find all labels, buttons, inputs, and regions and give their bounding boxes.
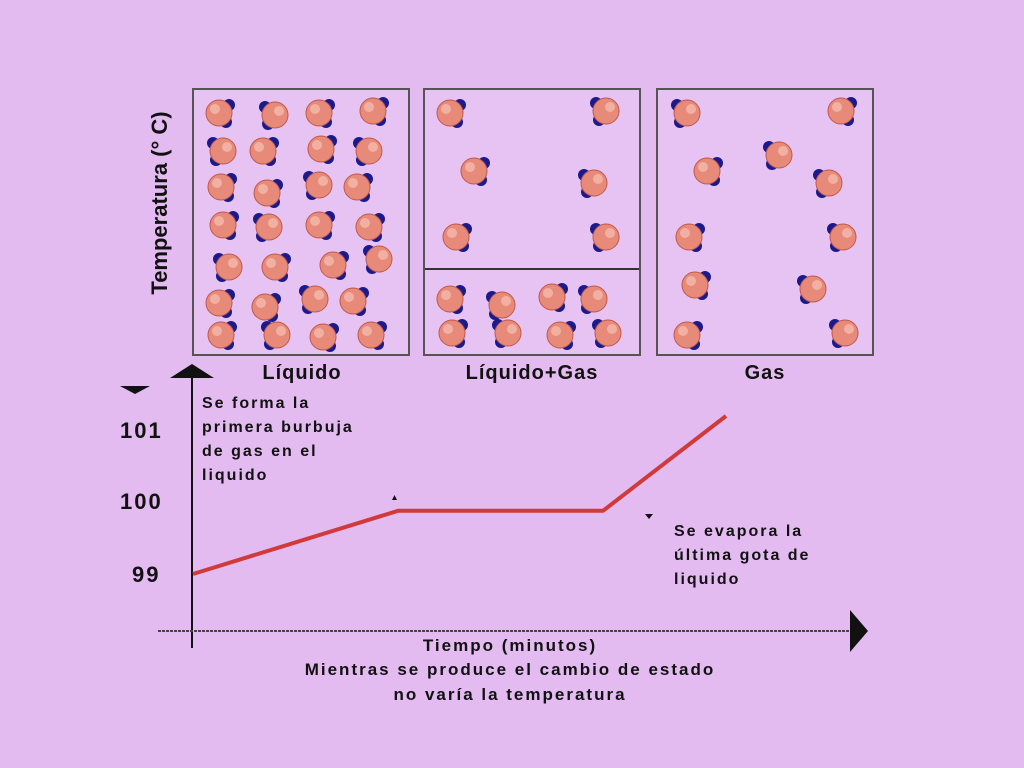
molecule-icon	[363, 245, 393, 274]
y-tick-101: 101	[120, 418, 163, 443]
molecule-icon	[813, 169, 843, 198]
molecule-icon	[359, 97, 389, 126]
caption-line-1: Mientras se produce el cambio de estado	[304, 660, 716, 679]
molecule-icon	[309, 323, 339, 352]
annotation-line: liquido	[202, 467, 269, 484]
molecule-icon	[592, 319, 622, 348]
y-axis-arrow-icon	[170, 364, 214, 378]
liquid-gas-panel	[423, 88, 641, 356]
x-axis-label: Tiempo (minutos)	[422, 636, 598, 655]
y-tick-99: 99	[132, 562, 161, 587]
molecule-icon	[442, 223, 472, 252]
liquid-surface-line	[425, 268, 639, 270]
molecule-icon	[675, 223, 705, 252]
molecule-icon	[253, 179, 283, 208]
molecule-icon	[205, 289, 235, 318]
molecule-icon	[339, 287, 369, 316]
annotation-line: Se evapora la	[674, 523, 804, 540]
molecule-icon	[460, 157, 490, 186]
molecule-icon	[303, 171, 333, 200]
molecule-icon	[249, 137, 279, 166]
molecule-icon	[207, 173, 237, 202]
annotation-line: última gota de	[674, 547, 811, 564]
molecule-icon	[671, 99, 701, 128]
molecule-icon	[355, 213, 385, 242]
molecule-icon	[353, 137, 383, 166]
molecule-icon	[261, 321, 291, 350]
curve-layer	[192, 414, 728, 576]
molecule-icon	[693, 157, 723, 186]
liquid-panel	[192, 88, 410, 356]
panel-label-gas: Gas	[744, 362, 786, 384]
molecule-icon	[827, 223, 857, 252]
molecule-icon	[829, 319, 859, 348]
caption-line-2: no varía la temperatura	[393, 685, 627, 704]
annotation-line: Se forma la	[202, 395, 311, 412]
annotation-line: de gas en el	[202, 443, 318, 460]
molecule-icon	[305, 99, 335, 128]
temperature-curve	[192, 414, 728, 576]
molecule-icon	[251, 293, 281, 322]
molecule-icon	[305, 211, 335, 240]
molecule-icon	[590, 97, 620, 126]
molecule-icon	[207, 137, 237, 166]
molecule-icon	[578, 285, 608, 314]
annotation-line: liquido	[674, 571, 741, 588]
molecule-icon	[538, 283, 568, 312]
small-arrow-icon	[120, 386, 150, 394]
molecule-icon	[578, 169, 608, 198]
molecule-icon	[486, 291, 516, 320]
molecule-icon	[205, 99, 235, 128]
annotation-line: primera burbuja	[202, 419, 354, 436]
molecule-icon	[438, 319, 468, 348]
molecule-icon	[673, 321, 703, 350]
molecule-icon	[253, 213, 283, 242]
panel-label-liquid: Líquido	[262, 362, 342, 384]
molecule-icon	[546, 321, 576, 350]
molecule-icon	[299, 285, 329, 314]
molecule-icon	[797, 275, 827, 304]
molecule-icon	[209, 211, 239, 240]
drop-marker-icon	[645, 514, 653, 519]
molecule-icon	[213, 253, 243, 282]
molecule-icon	[436, 285, 466, 314]
molecule-icon	[307, 135, 337, 164]
molecule-icon	[357, 321, 387, 350]
molecule-icon	[259, 101, 289, 130]
molecule-icon	[827, 97, 857, 126]
molecule-icon	[763, 141, 793, 170]
y-tick-100: 100	[120, 489, 163, 514]
annotation-first-bubble: Se forma la primera burbuja de gas en el…	[202, 392, 354, 488]
molecule-icon	[261, 253, 291, 282]
panel-label-liquid-gas: Líquido+Gas	[465, 362, 599, 384]
molecule-icon	[436, 99, 466, 128]
molecule-icon	[319, 251, 349, 280]
molecule-icon	[207, 321, 237, 350]
annotation-last-drop: Se evapora la última gota de liquido	[674, 520, 810, 592]
molecule-icon	[343, 173, 373, 202]
bubble-marker-icon	[392, 495, 397, 500]
molecule-icon	[590, 223, 620, 252]
gas-panel	[656, 88, 874, 356]
x-axis-arrow-icon	[850, 610, 868, 652]
molecule-icon	[681, 271, 711, 300]
molecule-icon	[492, 319, 522, 348]
